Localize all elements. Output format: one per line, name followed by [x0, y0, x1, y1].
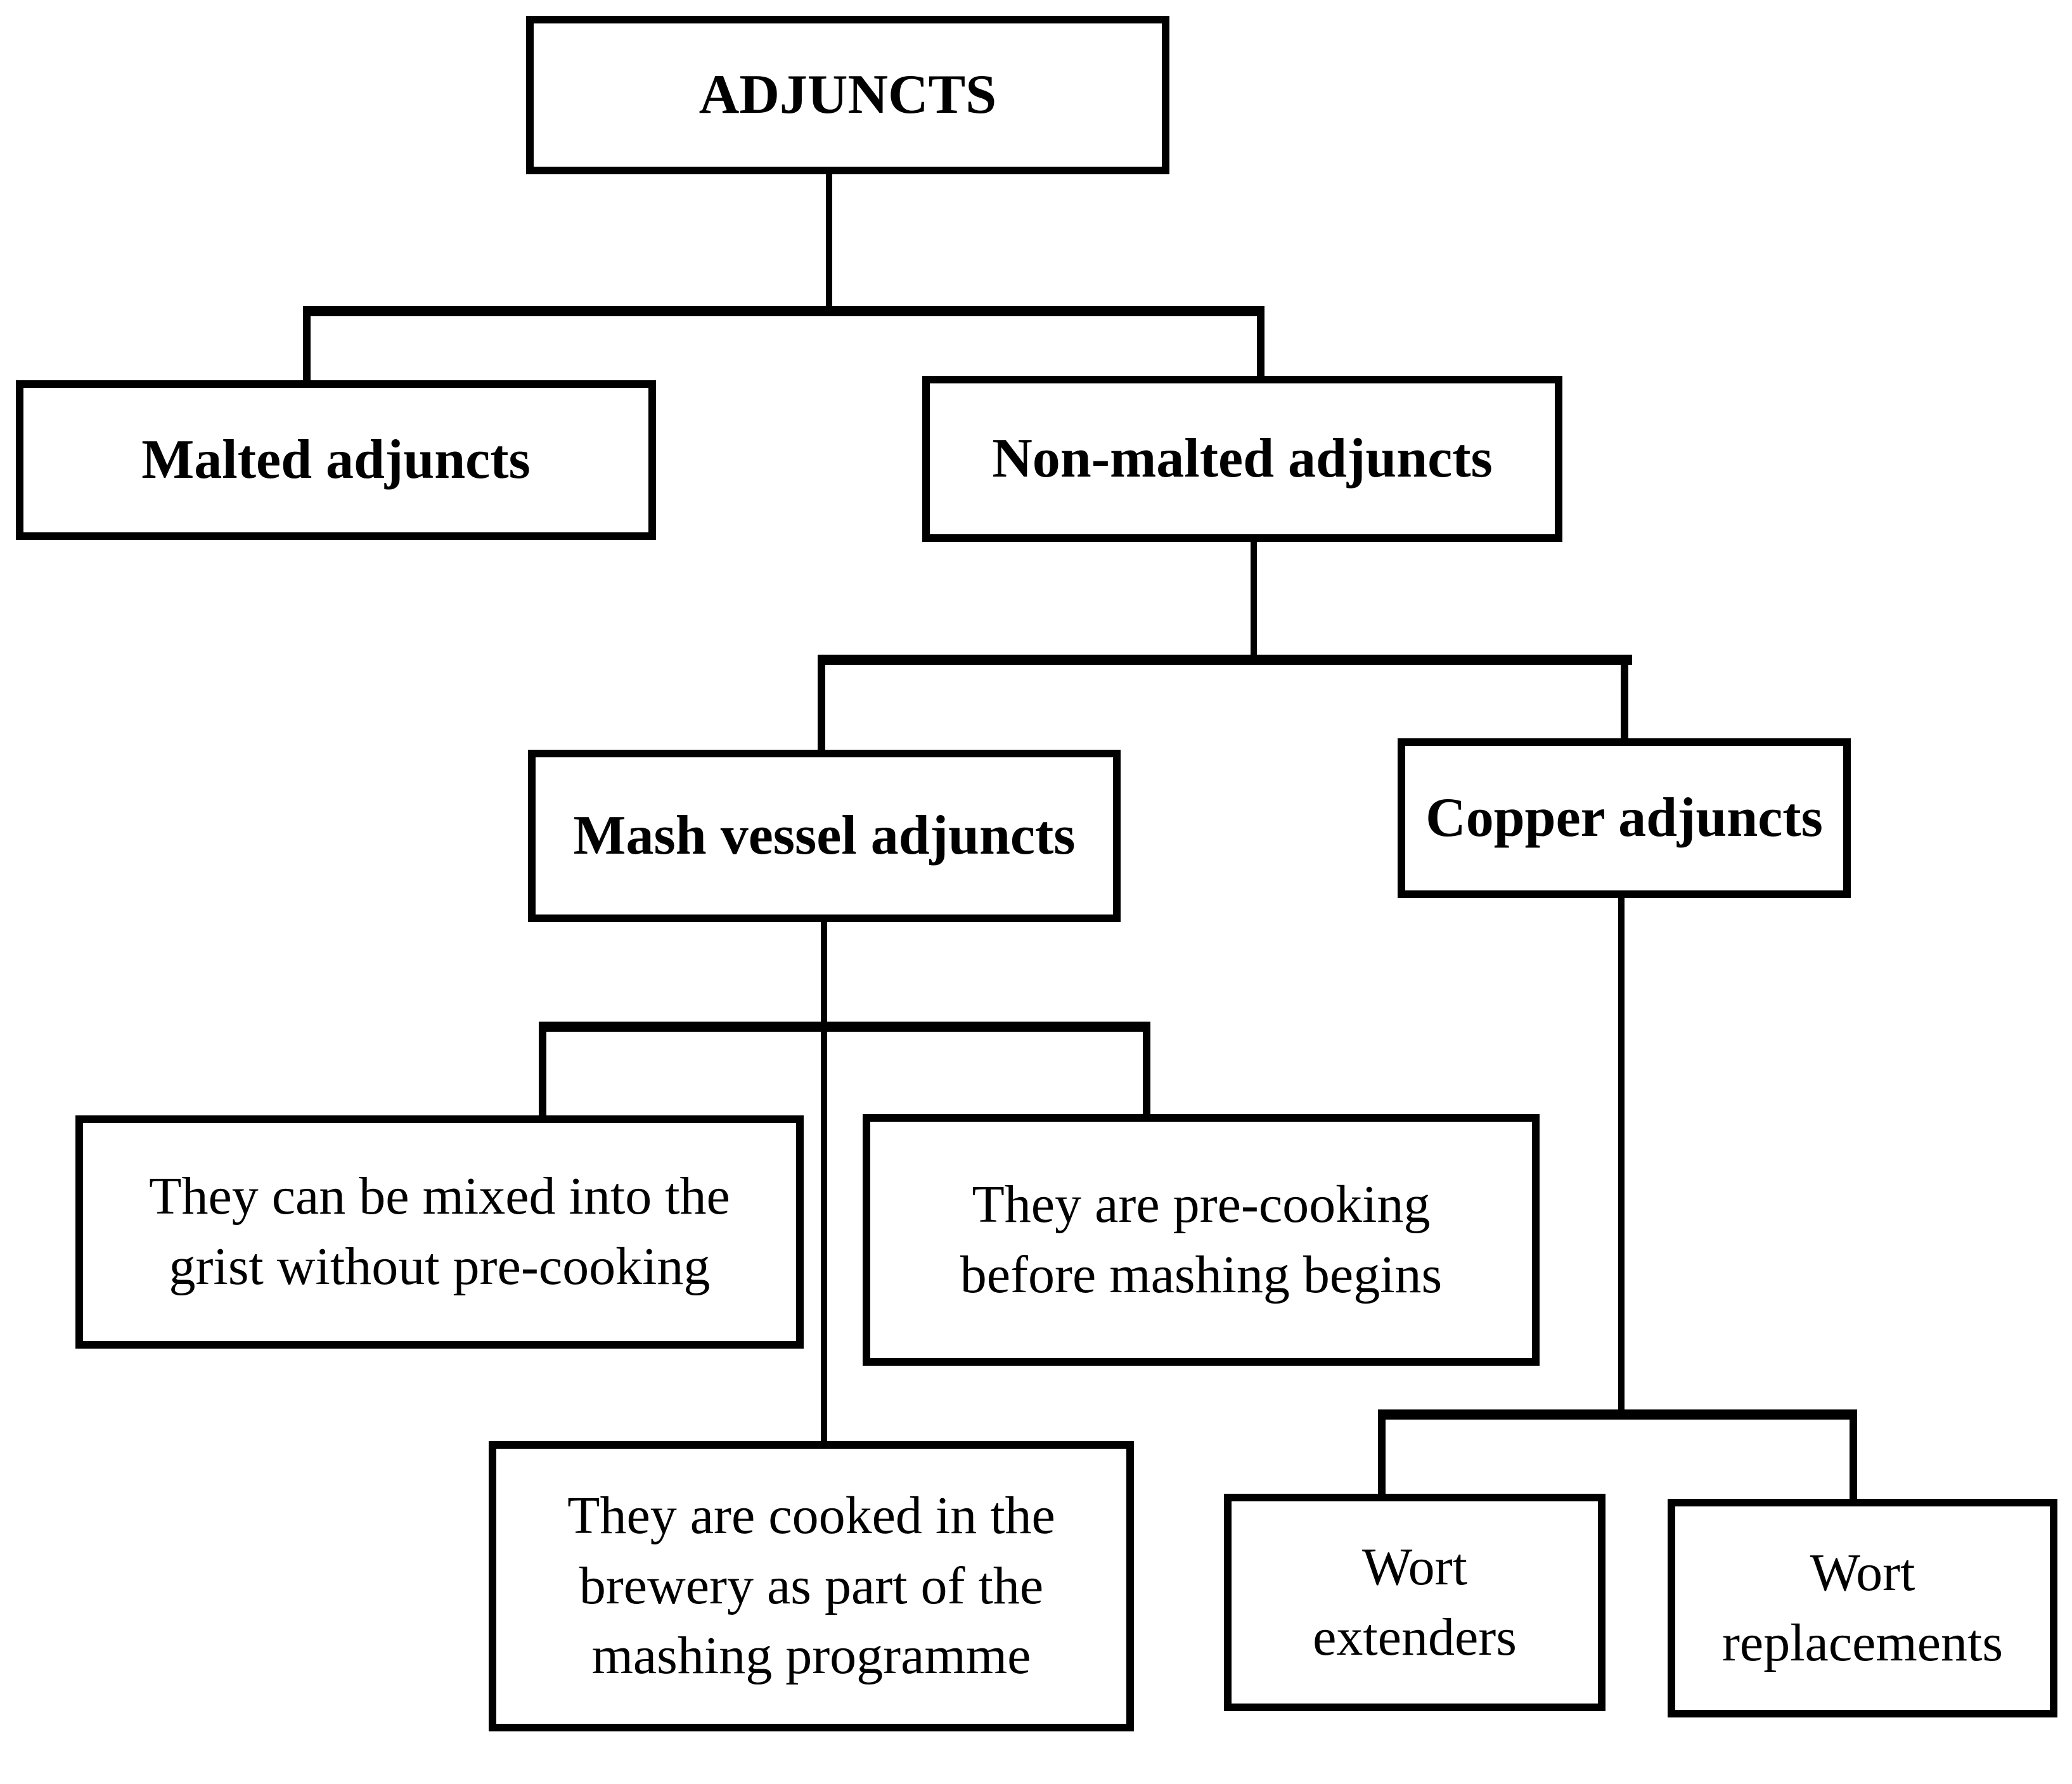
- connector-adjuncts-stem: [826, 171, 832, 316]
- connector-tier3-hbar: [539, 1022, 1150, 1032]
- node-precooking-before-mashing-label: They are pre-cooking before mashing begi…: [960, 1174, 1443, 1304]
- connector-drop-wort-extenders: [1378, 1413, 1386, 1498]
- node-copper-adjuncts: Copper adjuncts: [1398, 738, 1851, 898]
- connector-copper-stem: [1618, 895, 1625, 1420]
- node-wort-replacements-label: Wort replacements: [1721, 1543, 2004, 1672]
- node-nonmalted-adjuncts: Non-malted adjuncts: [922, 376, 1562, 542]
- node-mixed-without-precooking: They can be mixed into the grist without…: [75, 1115, 804, 1349]
- node-copper-adjuncts-label: Copper adjuncts: [1425, 786, 1823, 849]
- connector-drop-malted: [303, 311, 311, 385]
- node-wort-extenders: Wort extenders: [1224, 1494, 1605, 1711]
- node-cooked-in-brewery-label: They are cooked in the brewery as part o…: [567, 1486, 1055, 1686]
- connector-tier1-hbar: [303, 306, 1264, 316]
- connector-drop-copper: [1621, 659, 1628, 743]
- connector-tier2-hbar: [818, 655, 1632, 665]
- node-mash-vessel-adjuncts: Mash vessel adjuncts: [528, 750, 1121, 922]
- connector-drop-wort-replacements: [1850, 1413, 1857, 1503]
- connector-drop-nonmalted: [1257, 311, 1264, 382]
- node-wort-extenders-label: Wort extenders: [1313, 1537, 1517, 1667]
- node-malted-adjuncts: Malted adjuncts: [16, 380, 656, 540]
- node-mixed-without-precooking-label: They can be mixed into the grist without…: [149, 1167, 730, 1296]
- node-nonmalted-adjuncts-label: Non-malted adjuncts: [992, 427, 1493, 489]
- node-malted-adjuncts-label: Malted adjuncts: [141, 428, 531, 491]
- node-adjuncts-label: ADJUNCTS: [698, 63, 997, 125]
- connector-drop-mixed: [539, 1025, 546, 1120]
- connector-tier4-hbar: [1378, 1409, 1857, 1420]
- connector-drop-mash-vessel: [818, 659, 825, 754]
- connector-mash-vessel-stem: [821, 919, 827, 1446]
- node-adjuncts: ADJUNCTS: [526, 16, 1169, 174]
- node-precooking-before-mashing: They are pre-cooking before mashing begi…: [863, 1114, 1540, 1366]
- connector-drop-precook: [1143, 1025, 1150, 1119]
- node-wort-replacements: Wort replacements: [1668, 1499, 2057, 1717]
- node-cooked-in-brewery: They are cooked in the brewery as part o…: [489, 1441, 1134, 1731]
- node-mash-vessel-adjuncts-label: Mash vessel adjuncts: [573, 804, 1076, 866]
- connector-nonmalted-stem: [1251, 539, 1257, 662]
